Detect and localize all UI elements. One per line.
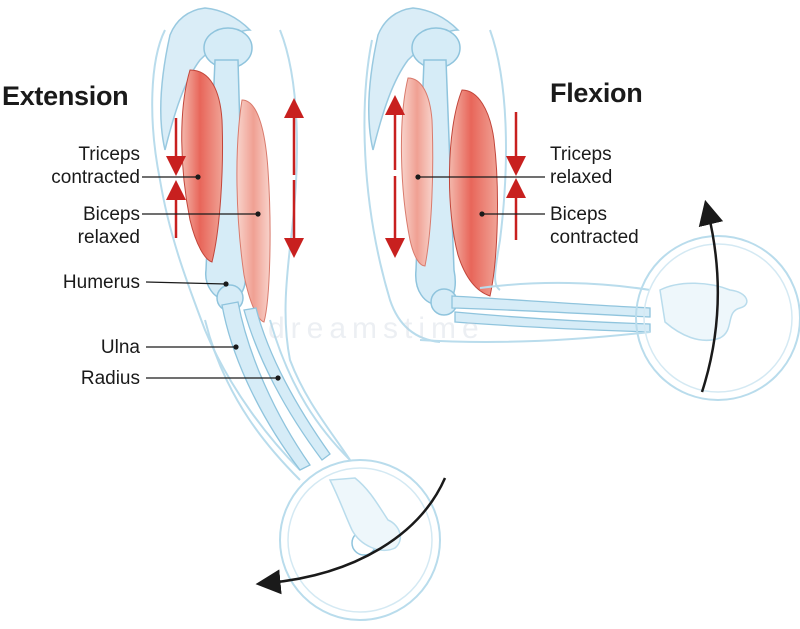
label-flexion-biceps-line2: contracted: [550, 227, 639, 248]
watermark: dreamstime: [268, 312, 485, 345]
flexion-ulna-bone: [451, 295, 651, 318]
leader-flx-biceps-dot: [479, 211, 485, 217]
flexion-forearm-outline: [419, 281, 651, 343]
label-flexion-triceps: Triceps relaxed: [550, 143, 612, 189]
label-radius: Radius: [80, 368, 140, 389]
leader-ext-ulna-dot: [233, 344, 239, 350]
flexion-motion-arrow: [698, 199, 724, 393]
extension-hand: [328, 477, 402, 551]
flexion-weight-plate: [635, 235, 800, 401]
extension-motion-arrow: [255, 477, 447, 595]
leader-ext-humerus-dot: [223, 281, 229, 287]
flexion-triceps-muscle: [400, 77, 434, 267]
leader-flx-triceps-dot: [415, 174, 421, 180]
leader-ext-triceps-dot: [195, 174, 201, 180]
label-flexion-triceps-line2: relaxed: [550, 167, 613, 188]
leader-ext-biceps-dot: [255, 211, 261, 217]
label-extension-triceps-line1: Triceps: [78, 144, 140, 165]
extension-heading: Extension: [2, 81, 129, 111]
label-flexion-biceps: Biceps contracted: [550, 203, 639, 249]
label-extension-triceps-line2: contracted: [51, 167, 140, 188]
label-flexion-biceps-line1: Biceps: [550, 204, 608, 225]
label-humerus: Humerus: [62, 272, 140, 293]
label-extension-biceps-line2: relaxed: [77, 227, 140, 248]
flexion-weight-plate-inner: [643, 243, 793, 393]
flexion-hand: [659, 282, 748, 342]
leader-ext-radius-dot: [275, 375, 281, 381]
extension-biceps-muscle: [236, 99, 271, 323]
label-extension-triceps: Triceps contracted: [51, 143, 140, 189]
extension-ulna-bone: [221, 301, 311, 471]
extension-radius-bone: [243, 307, 331, 461]
leader-lines: [142, 174, 545, 381]
label-flexion-triceps-line1: Triceps: [550, 144, 612, 165]
flexion-arm: [363, 7, 800, 401]
extension-triceps-muscle: [181, 69, 224, 263]
flexion-skin-outline: [363, 29, 507, 343]
label-ulna: Ulna: [100, 337, 140, 358]
extension-weight-plate: [279, 459, 441, 621]
extension-weight-plate-inner: [287, 467, 433, 613]
flexion-heading: Flexion: [550, 78, 643, 108]
label-extension-biceps: Biceps relaxed: [78, 203, 140, 249]
leader-ext-humerus: [145, 281, 227, 285]
flexion-biceps-muscle: [448, 89, 498, 297]
label-extension-biceps-line1: Biceps: [82, 204, 140, 225]
